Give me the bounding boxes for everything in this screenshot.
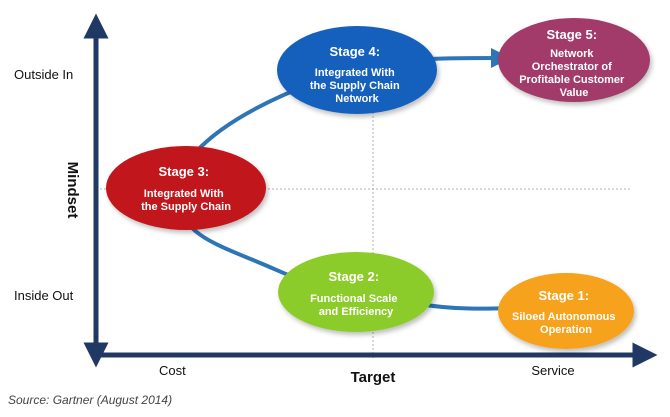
source-caption: Source: Gartner (August 2014)	[8, 393, 173, 407]
stage-3-desc-line-1: Integrated With	[144, 188, 224, 200]
stage-5-desc-line-1: Network	[550, 48, 594, 60]
stage-4-node: Stage 4: Integrated With the Supply Chai…	[277, 26, 437, 114]
stage-4-desc-line-1: Integrated With	[315, 67, 395, 79]
svg-text:Stage 2: Functional Sc: Stage 2: Functional Scale and Efficiency	[310, 268, 402, 318]
x-axis-title: Target	[351, 369, 396, 386]
svg-text:Stage 4: Integrated Wi: Stage 4: Integrated With the Supply Chai…	[310, 43, 404, 105]
x-axis-left-label: Cost	[159, 363, 186, 378]
svg-text:Stage 3: Integrated W: Stage 3: Integrated With the Supply Chai…	[141, 163, 231, 213]
stage-1-desc-line-2: Operation	[540, 324, 592, 336]
stage-3-node: Stage 3: Integrated With the Supply Chai…	[106, 146, 266, 230]
stage-5-title: Stage 5:	[546, 27, 597, 42]
stage-5-desc-line-3: Profitable Customer	[519, 74, 625, 86]
stage-5-desc-line-2: Orchestrator of	[532, 61, 612, 73]
stage-1-desc-line-1: Siloed Autonomous	[512, 311, 615, 323]
stage-4-desc-line-2: the Supply Chain	[310, 80, 400, 92]
stage-3-title: Stage 3:	[158, 164, 209, 179]
stage-1-node: Stage 1: Siloed Autonomous Operation	[498, 273, 634, 349]
svg-text:Stage 5: Network: Stage 5: Network Orchestrator of Profita…	[519, 26, 629, 99]
y-axis-bottom-label: Inside Out	[14, 288, 74, 303]
stage-1-title: Stage 1:	[538, 288, 589, 303]
stage-3-desc-line-2: the Supply Chain	[141, 201, 231, 213]
stage-5-node: Stage 5: Network Orchestrator of Profita…	[498, 18, 650, 102]
stage-4-title: Stage 4:	[329, 44, 380, 59]
stage-4-desc-line-3: Network	[335, 93, 379, 105]
y-axis-top-label: Outside In	[14, 67, 73, 82]
stage-2-desc-line-2: and Efficiency	[319, 306, 394, 318]
stage-2-desc-line-1: Functional Scale	[310, 293, 397, 305]
stage-2-title: Stage 2:	[328, 269, 379, 284]
stage-5-desc-line-4: Value	[560, 87, 589, 99]
x-axis-right-label: Service	[531, 363, 574, 378]
svg-text:Stage 1: Siloed Autono: Stage 1: Siloed Autonomous Operation	[512, 287, 620, 336]
stage-2-node: Stage 2: Functional Scale and Efficiency	[278, 252, 434, 332]
y-axis-title: Mindset	[64, 162, 81, 219]
